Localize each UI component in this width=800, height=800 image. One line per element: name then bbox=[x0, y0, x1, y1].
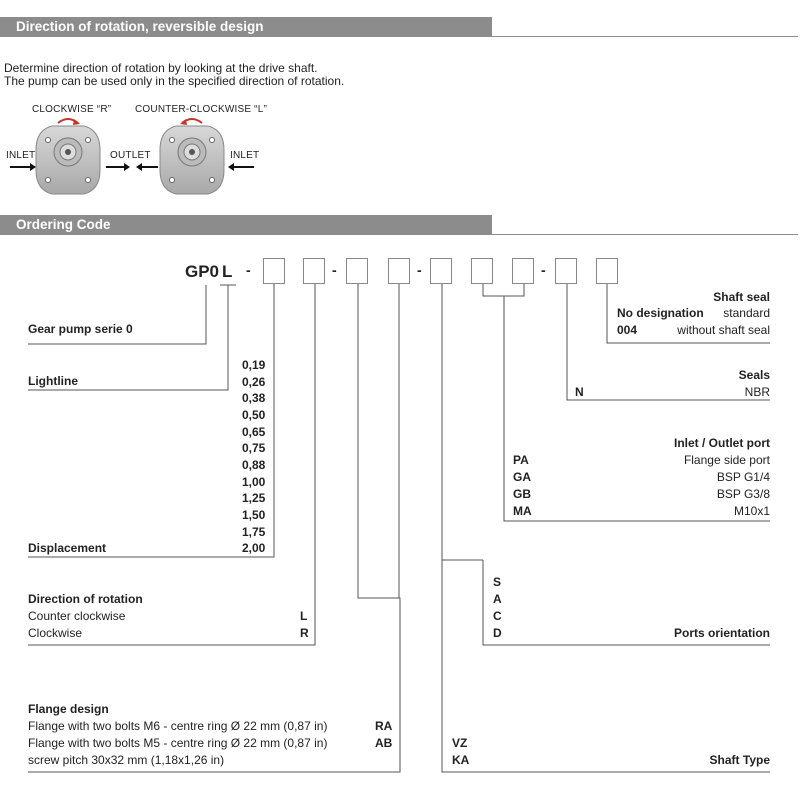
port-code: MA bbox=[513, 504, 532, 518]
no-designation-code: No designation bbox=[617, 306, 704, 320]
inlet-label-1: INLET bbox=[6, 150, 36, 161]
port-desc: M10x1 bbox=[733, 504, 770, 518]
cw-label: Clockwise bbox=[28, 626, 83, 640]
code-prefix: GP0 bbox=[185, 262, 220, 281]
displacement-value: 0,50 bbox=[242, 408, 266, 422]
code-box-2 bbox=[303, 258, 325, 284]
code-box-7 bbox=[512, 258, 534, 284]
cw-code: R bbox=[300, 626, 309, 640]
flange-title: Flange design bbox=[28, 702, 109, 716]
header-rule bbox=[492, 36, 798, 37]
port-desc: Flange side port bbox=[683, 453, 770, 467]
code-box-4 bbox=[388, 258, 410, 284]
orientation-code: A bbox=[493, 592, 502, 606]
shaft-code: KA bbox=[452, 753, 470, 767]
section-header-ordering-code: Ordering Code bbox=[0, 215, 492, 235]
instruction-line-1: Determine direction of rotation by looki… bbox=[4, 61, 318, 75]
seals-value: NBR bbox=[744, 385, 770, 399]
seals-code: N bbox=[575, 385, 584, 399]
clockwise-label: CLOCKWISE “R” bbox=[32, 104, 112, 115]
code-dash: - bbox=[332, 262, 337, 278]
code-l: L bbox=[222, 262, 233, 281]
code-box-1 bbox=[263, 258, 285, 284]
section-header-rotation: Direction of rotation, reversible design bbox=[0, 17, 492, 37]
code-004: 004 bbox=[617, 323, 638, 337]
lightline-label: Lightline bbox=[28, 374, 78, 388]
ports-orientation-title: Ports orientation bbox=[673, 626, 770, 640]
displacement-value: 1,50 bbox=[242, 508, 266, 522]
without-shaft-seal-label: without shaft seal bbox=[677, 323, 770, 337]
orientation-code: C bbox=[493, 609, 502, 623]
displacement-value: 0,38 bbox=[242, 391, 266, 405]
displacement-value: 0,65 bbox=[242, 425, 266, 439]
displacement-value: 0,26 bbox=[242, 375, 266, 389]
code-box-8 bbox=[555, 258, 577, 284]
ccw-label: Counter clockwise bbox=[28, 609, 126, 623]
counter-clockwise-label: COUNTER-CLOCKWISE “L” bbox=[135, 104, 267, 115]
code-box-9 bbox=[596, 258, 618, 284]
orientation-code: D bbox=[493, 626, 502, 640]
displacement-label: Displacement bbox=[28, 541, 107, 555]
shaft-code: VZ bbox=[452, 736, 468, 750]
outlet-label-1: OUTLET bbox=[110, 150, 151, 161]
flange-option-3: screw pitch 30x32 mm (1,18x1,26 in) bbox=[28, 753, 225, 767]
header-rule bbox=[492, 234, 798, 235]
standard-label: standard bbox=[723, 306, 770, 320]
direction-title: Direction of rotation bbox=[28, 592, 143, 606]
flange-code-1: RA bbox=[375, 719, 393, 733]
inlet-label-2: INLET bbox=[230, 150, 260, 161]
pump-clockwise-image bbox=[10, 118, 130, 195]
port-code: PA bbox=[513, 453, 529, 467]
code-box-3 bbox=[346, 258, 368, 284]
shaft-type-title: Shaft Type bbox=[709, 753, 770, 767]
code-dash: - bbox=[246, 262, 251, 278]
ccw-code: L bbox=[300, 609, 308, 623]
displacement-value: 1,75 bbox=[242, 525, 266, 539]
seals-title: Seals bbox=[738, 368, 770, 382]
code-box-6 bbox=[471, 258, 493, 284]
flange-option-1: Flange with two bolts M6 - centre ring Ø… bbox=[28, 719, 328, 733]
port-desc: BSP G3/8 bbox=[716, 487, 770, 501]
gear-pump-label: Gear pump serie 0 bbox=[28, 322, 133, 336]
displacement-value: 0,88 bbox=[242, 458, 266, 472]
displacement-value: 1,00 bbox=[242, 475, 266, 489]
pump-counter-clockwise-image bbox=[136, 118, 254, 195]
port-code: GA bbox=[513, 470, 531, 484]
ports-title: Inlet / Outlet port bbox=[674, 436, 770, 450]
code-dash: - bbox=[541, 262, 546, 278]
flange-code-2: AB bbox=[375, 736, 393, 750]
code-box-5 bbox=[430, 258, 452, 284]
displacement-value: 2,00 bbox=[242, 541, 266, 555]
port-code: GB bbox=[513, 487, 531, 501]
instruction-line-2: The pump can be used only in the specifi… bbox=[4, 74, 345, 88]
port-desc: BSP G1/4 bbox=[716, 470, 770, 484]
displacement-value: 1,25 bbox=[242, 491, 266, 505]
flange-option-2: Flange with two bolts M5 - centre ring Ø… bbox=[28, 736, 328, 750]
displacement-value: 0,75 bbox=[242, 441, 266, 455]
displacement-value: 0,19 bbox=[242, 358, 266, 372]
orientation-code: S bbox=[493, 575, 502, 589]
shaft-seal-title: Shaft seal bbox=[713, 290, 770, 304]
code-dash: - bbox=[417, 262, 422, 278]
